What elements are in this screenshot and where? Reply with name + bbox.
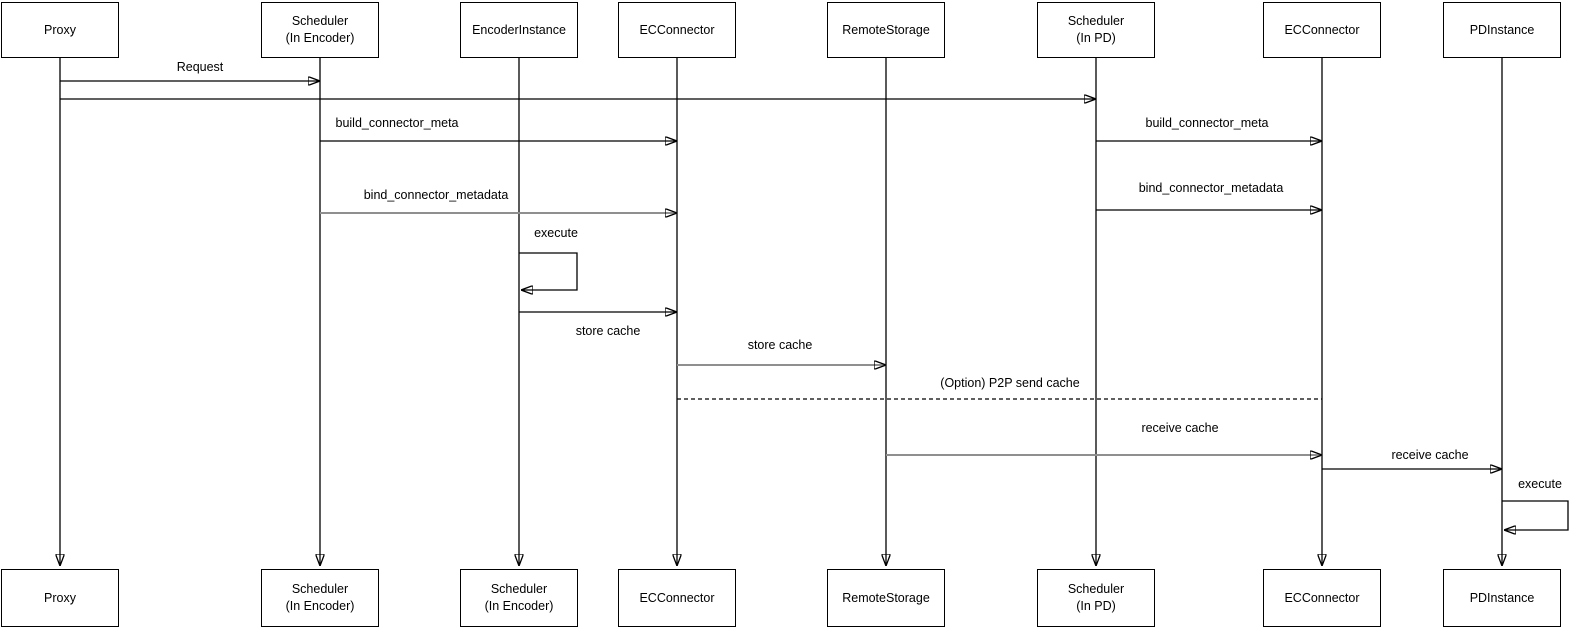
message-label-build-connector-meta-encoder: build_connector_meta — [335, 116, 459, 130]
participant-bottom-scheduler-encoder-2: Scheduler (In Encoder) — [460, 569, 578, 627]
participant-top-remote-storage: RemoteStorage — [827, 2, 945, 58]
message-label-store-cache-encoder: store cache — [575, 324, 641, 338]
message-label-build-connector-meta-pd: build_connector_meta — [1145, 116, 1269, 130]
message-label-store-cache-remote: store cache — [747, 338, 813, 352]
message-label-p2p-send-cache: (Option) P2P send cache — [940, 376, 1080, 390]
participant-bottom-scheduler-pd: Scheduler (In PD) — [1037, 569, 1155, 627]
message-label-receive-cache-pd: receive cache — [1391, 448, 1469, 462]
arrow-execute-self-loop-pd — [1502, 500, 1569, 530]
message-label-execute-pd: execute — [1518, 477, 1562, 491]
participant-top-scheduler-encoder: Scheduler (In Encoder) — [261, 2, 379, 58]
participant-bottom-ec-connector-encoder: ECConnector — [618, 569, 736, 627]
participant-bottom-ec-connector-pd: ECConnector — [1263, 569, 1381, 627]
participant-top-scheduler-pd: Scheduler (In PD) — [1037, 2, 1155, 58]
message-label-bind-connector-metadata-encoder: bind_connector_metadata — [363, 188, 509, 202]
participant-bottom-scheduler-encoder: Scheduler (In Encoder) — [261, 569, 379, 627]
participant-bottom-remote-storage: RemoteStorage — [827, 569, 945, 627]
message-label-execute-encoder: execute — [534, 226, 578, 240]
participant-bottom-proxy: Proxy — [1, 569, 119, 627]
message-label-receive-cache-ec: receive cache — [1141, 421, 1219, 435]
participant-bottom-pd-instance: PDInstance — [1443, 569, 1561, 627]
participant-top-ec-connector-encoder: ECConnector — [618, 2, 736, 58]
participant-top-encoder-instance: EncoderInstance — [460, 2, 578, 58]
arrow-execute-self-loop-encoder — [519, 252, 578, 290]
participant-top-proxy: Proxy — [1, 2, 119, 58]
message-label-request: Request — [176, 60, 224, 74]
participant-top-pd-instance: PDInstance — [1443, 2, 1561, 58]
participant-top-ec-connector-pd: ECConnector — [1263, 2, 1381, 58]
message-label-bind-connector-metadata-pd: bind_connector_metadata — [1138, 181, 1284, 195]
